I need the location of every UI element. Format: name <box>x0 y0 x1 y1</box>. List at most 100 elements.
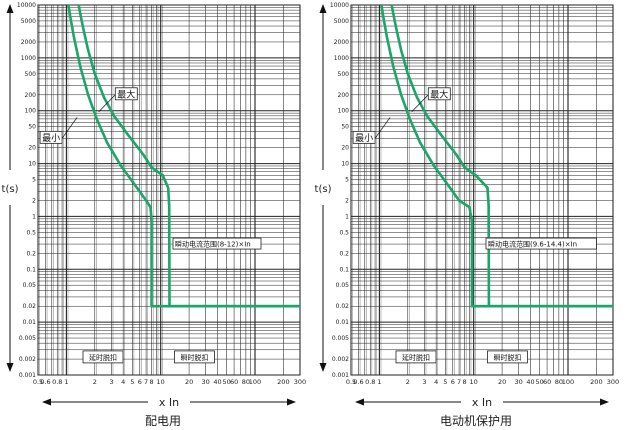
y-tick-label: 0.02 <box>23 303 37 310</box>
x-tick-label: 30 <box>202 378 210 386</box>
y-tick-label: 1 <box>345 213 349 220</box>
x-tick-label: 40 <box>213 378 221 386</box>
x-tick-label: 50 <box>222 378 230 386</box>
chart-motor-protection: 100005000200010005002001005020105210.50.… <box>315 2 620 428</box>
y-tick-label: 500 <box>25 71 37 78</box>
instant-range-label: 瞬动电流范围(9.6-14.4)×In <box>488 240 577 249</box>
y-tick-label: 20 <box>28 145 36 152</box>
max-label: 最大 <box>430 88 448 100</box>
y-tick-label: 2000 <box>334 39 349 46</box>
min-label: 最小 <box>42 133 60 144</box>
x-arrow-right-icon <box>287 398 296 406</box>
x-tick-label: 3 <box>422 378 426 386</box>
min-label: 最小 <box>355 133 373 144</box>
x-tick-label: 0.6 <box>353 378 363 386</box>
y-tick-label: 0.1 <box>26 266 36 273</box>
y-arrow-down-icon <box>6 363 14 372</box>
delay-region-box <box>82 350 124 364</box>
y-tick-label: 0.02 <box>336 303 350 310</box>
chart-title: 电动机保护用 <box>440 414 512 428</box>
y-tick-label: 5 <box>32 176 36 183</box>
y-tick-label: 0.005 <box>332 335 349 342</box>
y-axis-label: t(s) <box>2 184 19 195</box>
series-line-min <box>67 4 300 308</box>
y-tick-label: 200 <box>338 92 350 99</box>
x-grid <box>350 5 614 375</box>
x-tick-label: 1 <box>64 378 68 386</box>
y-tick-label: 0.1 <box>339 266 349 273</box>
x-tick-label: 100 <box>249 378 261 386</box>
y-tick-label: 0.01 <box>336 319 350 326</box>
y-tick-label: 5 <box>345 176 349 183</box>
x-tick-label: 2 <box>406 378 410 386</box>
y-tick-label: 10 <box>341 161 349 168</box>
x-axis-label: x In <box>159 396 179 409</box>
x-tick-label: 20 <box>498 378 506 386</box>
y-tick-label: 20 <box>341 145 349 152</box>
x-tick-label: 1 <box>377 378 381 386</box>
x-tick-label: 40 <box>526 378 534 386</box>
x-tick-label: 6 <box>451 378 455 386</box>
y-tick-label: 0.05 <box>336 282 350 289</box>
y-tick-label: 5000 <box>334 18 349 25</box>
delay-region-box <box>395 350 437 364</box>
y-tick-label: 0.2 <box>26 250 36 257</box>
y-arrow-down-icon <box>319 363 327 372</box>
y-tick-label: 2000 <box>21 39 36 46</box>
y-tick-label: 50 <box>341 124 349 131</box>
instant-range-box <box>485 237 597 250</box>
max-leader-line <box>411 94 429 113</box>
instant-range-label: 瞬动电流范围(8-12)×In <box>175 240 251 249</box>
x-tick-label: 80 <box>242 378 250 386</box>
delay-region-label: 延时脱扣 <box>402 353 430 362</box>
y-grid <box>38 4 300 376</box>
instant-region-box <box>174 350 215 364</box>
y-tick-label: 10000 <box>330 2 349 9</box>
y-axis-label-group: t(s) <box>315 4 332 372</box>
x-tick-label: 0.8 <box>365 378 375 386</box>
x-tick-label: 8 <box>462 378 466 386</box>
y-tick-label: 0.5 <box>26 229 36 236</box>
x-tick-label: 0.6 <box>40 378 50 386</box>
y-arrow-up-icon <box>6 4 14 13</box>
y-tick-label: 2 <box>32 198 36 205</box>
x-tick-label: 300 <box>294 378 306 386</box>
y-tick-label: 0.002 <box>332 356 349 363</box>
max-label-box <box>427 87 451 101</box>
x-arrow-left-icon <box>42 398 51 406</box>
min-label-box <box>352 130 376 144</box>
y-tick-label: 0.005 <box>19 335 36 342</box>
y-tick-label: 10000 <box>17 2 36 9</box>
instant-region-label: 瞬时脱扣 <box>493 353 521 362</box>
y-tick-label: 0.01 <box>23 319 37 326</box>
y-tick-labels: 100005000200010005002001005020105210.50.… <box>17 2 36 379</box>
x-tick-label: 200 <box>277 378 289 386</box>
series-line-max <box>77 4 300 308</box>
y-tick-label: 0.2 <box>339 250 349 257</box>
y-tick-label: 2 <box>345 198 349 205</box>
x-tick-label: 7 <box>144 378 148 386</box>
x-tick-label: 5 <box>130 378 134 386</box>
instant-region-label: 瞬时脱扣 <box>180 353 208 362</box>
y-tick-label: 100 <box>338 108 350 115</box>
x-tick-label: 0.5 <box>346 378 356 386</box>
x-tick-label: 60 <box>543 378 551 386</box>
series-line-max <box>390 4 613 308</box>
min-label-box <box>39 130 63 144</box>
y-tick-label: 500 <box>338 71 350 78</box>
x-axis-label-group: x In <box>355 396 609 409</box>
y-axis-label-group: t(s) <box>2 4 19 372</box>
y-tick-label: 0.001 <box>332 372 349 379</box>
y-tick-label: 0.05 <box>23 282 37 289</box>
y-tick-label: 1 <box>32 213 36 220</box>
y-tick-label: 100 <box>25 108 37 115</box>
x-tick-label: 0.8 <box>52 378 62 386</box>
x-tick-label: 60 <box>230 378 238 386</box>
x-arrow-right-icon <box>600 398 609 406</box>
x-grid <box>37 5 301 375</box>
x-tick-label: 300 <box>607 378 619 386</box>
x-tick-label: 7 <box>457 378 461 386</box>
